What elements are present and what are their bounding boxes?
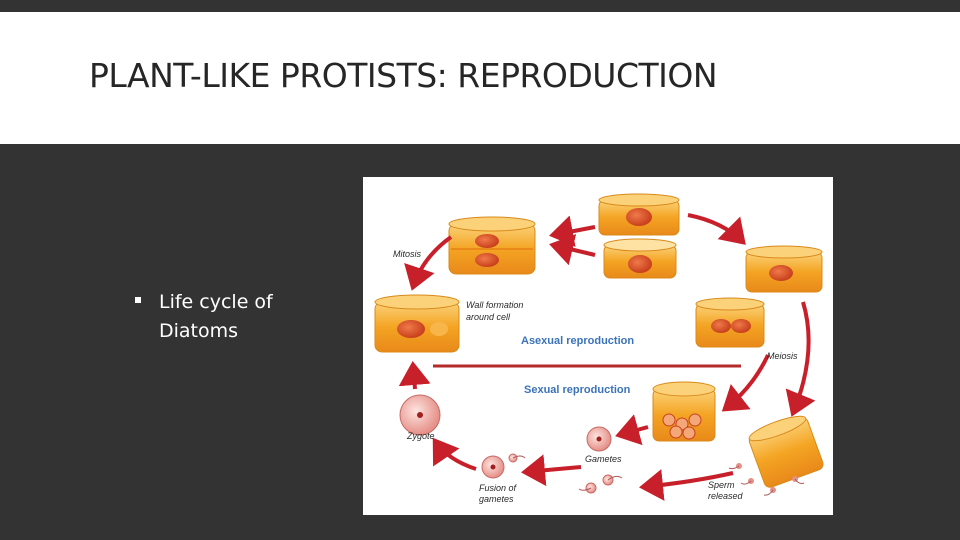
zygote-cell <box>399 394 441 436</box>
label-mitosis: Mitosis <box>393 249 422 259</box>
label-gametes: Gametes <box>585 454 622 464</box>
arrow-meiosis-down <box>721 354 770 412</box>
arrow-sperm-left <box>639 469 734 501</box>
label-sperm-2: released <box>708 491 744 501</box>
cell-top-upper <box>598 193 680 236</box>
cell-wall-formation <box>374 294 460 353</box>
cell-mitosis <box>448 216 536 275</box>
cell-meiosis <box>695 297 765 348</box>
arrow-zygote-up <box>398 361 431 390</box>
diatom-life-cycle-diagram: Mitosis Wall formation around cell Asexu… <box>363 177 833 515</box>
arrow-top-left-lower <box>549 234 596 266</box>
cell-gamete-cluster <box>652 381 716 442</box>
cell-top-lower <box>603 238 677 279</box>
cell-sperm-released <box>728 415 824 496</box>
diagram-svg: Mitosis Wall formation around cell Asexu… <box>374 193 824 504</box>
label-zygote: Zygote <box>406 431 435 441</box>
label-fusion-2: gametes <box>479 494 514 504</box>
label-sperm-1: Sperm <box>708 480 735 490</box>
label-fusion-1: Fusion of <box>479 483 518 493</box>
label-wall-formation-2: around cell <box>466 312 511 322</box>
gametes-group <box>578 426 623 494</box>
bullet-line-1: Life cycle of <box>159 291 273 313</box>
arrow-right-down <box>785 301 816 417</box>
arrow-to-fusion <box>521 454 582 487</box>
arrow-top-right <box>687 213 746 245</box>
arrow-to-gametes <box>615 414 649 446</box>
bullet-line-2: Diatoms <box>159 320 239 342</box>
bullet-item: Life cycle of Diatoms <box>159 288 329 346</box>
arrow-mitosis-down <box>404 235 453 291</box>
label-wall-formation-1: Wall formation <box>466 300 523 310</box>
label-asexual-reproduction: Asexual reproduction <box>521 335 634 347</box>
label-sexual-reproduction: Sexual reproduction <box>524 384 631 396</box>
title-band <box>0 12 960 144</box>
cycle-arrows <box>398 213 816 501</box>
cell-right-top <box>745 245 823 293</box>
arrow-to-zygote <box>432 437 477 471</box>
label-meiosis: Meiosis <box>767 351 798 361</box>
bullet-square-icon <box>135 297 141 303</box>
fusion-group <box>481 453 526 479</box>
arrow-top-left <box>549 215 596 247</box>
top-strip <box>0 0 960 12</box>
slide-title: PLANT-LIKE PROTISTS: REPRODUCTION <box>89 56 718 95</box>
